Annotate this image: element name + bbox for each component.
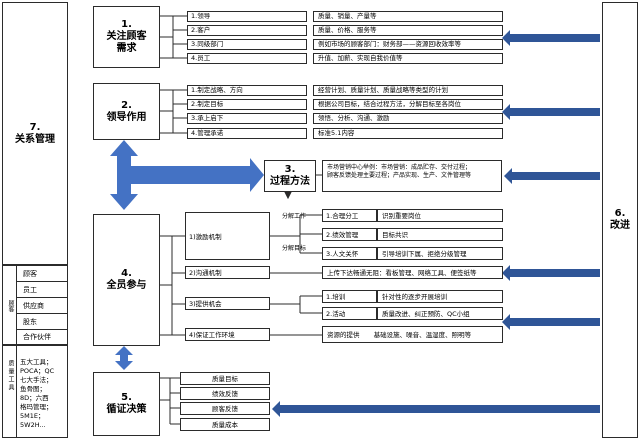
communication-mechanism: 2)沟通机制 (185, 266, 270, 279)
principle-process-approach: 3. 过程方法 (264, 160, 316, 192)
evidence-item: 质量目标 (180, 372, 270, 385)
quality-tools-label: 质量工具 (7, 360, 14, 392)
process-description: 市场营销中心举例：市场营销：成品贮存、交付过程； 顾客反馈处理主要过程；产品实现… (322, 160, 502, 192)
leadership-item: 4.管理承诺 (187, 128, 307, 139)
improvement-arrows (272, 30, 600, 417)
leadership-item: 3.承上启下 (187, 113, 307, 124)
work-environment: 4)保证工作环境 (185, 328, 270, 341)
principle-evidence-decision: 5. 循证决策 (93, 372, 160, 436)
quality-tools-list: 五大工具； POCA；QC 七大手法； 鱼骨图； 8D；六西 格玛管理； 5M1… (16, 345, 68, 438)
customer-detail: 例如市场的顾客部门：财务部——资源回收效率等 (313, 39, 503, 50)
principle-label: 5. 循证决策 (106, 392, 147, 415)
incentive-mechanism: 1)激励机制 (185, 212, 270, 260)
incentive-detail: 识别重要岗位 (377, 209, 503, 222)
customer-detail: 质量、价格、服务等 (313, 25, 503, 36)
evidence-connectors (160, 377, 180, 425)
customer-detail: 升值、加薪、实现自我价值等 (313, 53, 503, 64)
opportunity-item: 2.活动 (322, 307, 377, 320)
list-item: 供应商 (17, 298, 67, 314)
evidence-item: 质量成本 (180, 418, 270, 431)
communication-detail: 上传下达畅通无阻：看板管理、网络工具、便签纸等 (322, 266, 503, 279)
customer-focus-connectors (160, 15, 187, 59)
incentive-detail: 引导培训下属、拒绝分级管理 (377, 247, 503, 260)
customer-item: 1.领导 (187, 11, 307, 22)
engagement-evidence-arrow (115, 346, 133, 370)
relation-management-box: 7. 关系管理 (2, 2, 68, 265)
quality-tools-text: 五大工具； POCA；QC 七大手法； 鱼骨图； 8D；六西 格玛管理； 5M1… (20, 358, 55, 429)
opportunity-detail: 质量改进、纠正预防、QC小组 (377, 307, 503, 320)
principle-leadership: 2. 领导作用 (93, 83, 160, 140)
leadership-detail: 经营计划、质量计划、质量战略等类型的计划 (313, 85, 503, 96)
principle-customer-focus: 1. 关注顾客 需求 (93, 6, 160, 68)
incentive-detail: 目标共识 (377, 228, 503, 241)
principle-engagement: 4. 全员参与 (93, 214, 160, 346)
relation-management-label: 7. 关系管理 (15, 121, 55, 145)
process-bidirectional-arrow (110, 140, 264, 210)
principle-label: 1. 关注顾客 需求 (106, 19, 147, 54)
list-item: 顾客 (17, 266, 67, 282)
principle-label: 2. 领导作用 (106, 99, 147, 123)
opportunity-item: 1.培训 (322, 290, 377, 303)
customer-item: 2.客户 (187, 25, 307, 36)
incentive-item: 1.合理分工 (322, 209, 377, 222)
split-work-label: 分解工作 (282, 213, 307, 220)
improvement-box: 6. 改进 (602, 2, 638, 438)
evidence-item: 绩效反馈 (180, 387, 270, 400)
leadership-detail: 领悟、分析、沟通、激励 (313, 113, 503, 124)
customer-item: 4.员工 (187, 53, 307, 64)
leadership-detail: 标准5.1内容 (313, 128, 503, 139)
leadership-item: 1.制定战略、方向 (187, 85, 307, 96)
evidence-item: 顾客反馈 (180, 402, 270, 415)
principle-label: 4. 全员参与 (106, 268, 147, 291)
leadership-detail: 根据公司目标，结合过程方法，分解目标至各岗位 (313, 99, 503, 110)
incentive-item: 3.人文关怀 (322, 247, 377, 260)
list-item: 员工 (17, 282, 67, 298)
engagement-connectors (160, 214, 322, 336)
list-item: 股东 (17, 314, 67, 330)
incentive-item: 2.绩效管理 (322, 228, 377, 241)
leadership-connectors (160, 89, 187, 134)
split-goal-label: 分解目标 (282, 245, 307, 252)
opportunity-detail: 针对性的逐步开展培训 (377, 290, 503, 303)
environment-detail: 资源的提供 基础设施、噪音、温湿度、照明等 (322, 326, 503, 343)
leadership-item: 2.制定目标 (187, 99, 307, 110)
environment-resources: 资源的提供 (327, 331, 360, 339)
customer-item: 3.同级部门 (187, 39, 307, 50)
list-item: 合作伙伴 (23, 333, 51, 341)
improvement-label: 6. 改进 (610, 208, 630, 231)
principle-label: 3. 过程方法 (270, 164, 310, 187)
environment-factors: 基础设施、噪音、温湿度、照明等 (373, 331, 472, 339)
customers-list: 顾客 员工 供应商 股东 合作伙伴 (16, 265, 68, 345)
customers-group-label: 顾客 (7, 300, 14, 312)
provide-opportunity: 3)提供机会 (185, 297, 270, 310)
customer-detail: 质量、销量、产量等 (313, 11, 503, 22)
